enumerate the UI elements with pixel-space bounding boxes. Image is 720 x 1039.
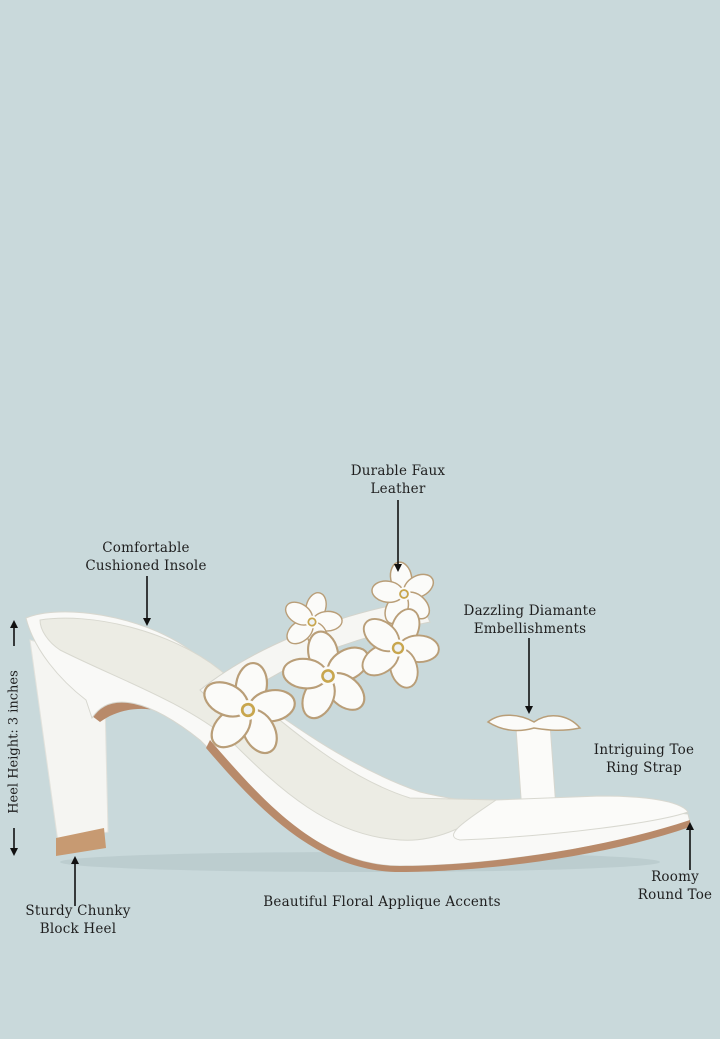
callout-diamante-embellishments: Dazzling Diamante Embellishments: [464, 602, 597, 638]
callout-toe-line1: Roomy: [651, 869, 699, 885]
callout-toe-ring-line1: Intriguing Toe: [593, 742, 695, 758]
callout-leather-line2: Leather: [370, 481, 426, 497]
floral-applique-accents: [191, 555, 454, 765]
callout-heel-line2: Block Heel: [39, 921, 117, 937]
callout-heel-line1: Sturdy Chunky: [25, 903, 131, 919]
callout-round-toe: Roomy Round Toe: [638, 868, 713, 904]
callout-insole-line2: Cushioned Insole: [85, 558, 207, 574]
callout-arrows: [10, 500, 694, 906]
callout-diamante-line2: Embellishments: [473, 621, 587, 637]
callout-toe-ring-line2: Ring Strap: [606, 760, 682, 776]
heel-tip: [56, 828, 106, 856]
callout-toe-ring-strap: Intriguing Toe Ring Strap: [594, 741, 694, 777]
toe-ring-bow: [486, 714, 582, 732]
heel-arch-shade: [92, 693, 220, 738]
callout-leather-line1: Durable Faux: [350, 463, 446, 479]
sandal-toe: [453, 795, 689, 841]
callout-diamante-line1: Dazzling Diamante: [463, 603, 597, 619]
callout-heel-height: Heel Height: 3 inches: [6, 670, 22, 814]
callout-block-heel: Sturdy Chunky Block Heel: [25, 902, 130, 938]
callout-durable-faux-leather: Durable Faux Leather: [351, 462, 445, 498]
callout-insole-line1: Comfortable: [102, 540, 190, 556]
callout-cushioned-insole: Comfortable Cushioned Insole: [85, 539, 206, 575]
callout-floral-applique: Beautiful Floral Applique Accents: [263, 893, 500, 911]
callout-toe-line2: Round Toe: [637, 887, 713, 903]
callout-floral-text: Beautiful Floral Applique Accents: [263, 894, 501, 910]
